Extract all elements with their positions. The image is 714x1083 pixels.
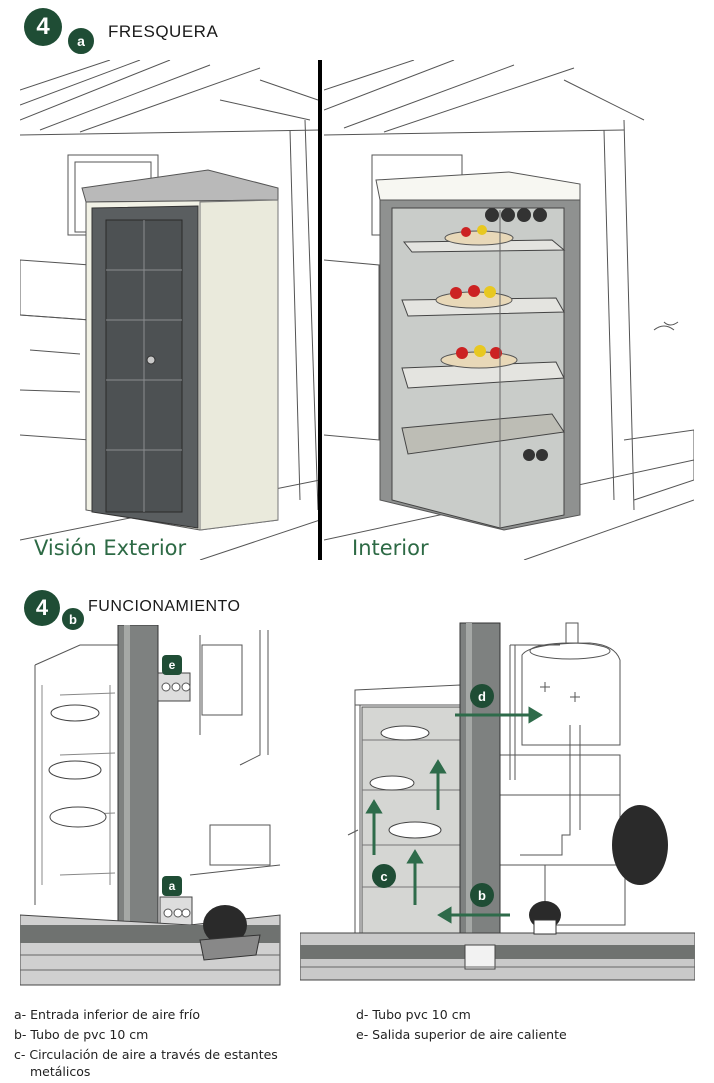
marker-d: d: [470, 684, 494, 708]
airflow-left-illustration: [20, 625, 281, 986]
caption-interior: Interior: [352, 536, 429, 560]
vertical-divider: [318, 60, 322, 560]
legend-b: b- Tubo de pvc 10 cm: [14, 1027, 149, 1042]
legend-e: e- Salida superior de aire caliente: [356, 1027, 567, 1042]
section-letter-badge: a: [66, 26, 96, 56]
legend-c-line1: c- Circulación de aire a través de estan…: [14, 1047, 278, 1062]
airflow-right-illustration: [300, 622, 695, 981]
section-letter-badge-b: b: [60, 606, 86, 632]
interior-view-illustration: [324, 60, 694, 560]
caption-exterior: Visión Exterior: [34, 536, 187, 560]
legend-d: d- Tubo pvc 10 cm: [356, 1007, 471, 1022]
section-title-fresquera: FRESQUERA: [108, 22, 219, 41]
marker-c: c: [372, 864, 396, 888]
exterior-view-illustration: [20, 60, 320, 560]
marker-b: b: [470, 883, 494, 907]
legend-c-line2: metálicos: [30, 1064, 91, 1079]
marker-a: a: [162, 876, 182, 896]
section-title-funcionamiento: FUNCIONAMIENTO: [88, 598, 241, 615]
marker-e: e: [162, 655, 182, 675]
section-number-badge: 4: [24, 8, 62, 46]
legend-a: a- Entrada inferior de aire frío: [14, 1007, 201, 1022]
section-number-badge-b: 4: [24, 590, 60, 626]
